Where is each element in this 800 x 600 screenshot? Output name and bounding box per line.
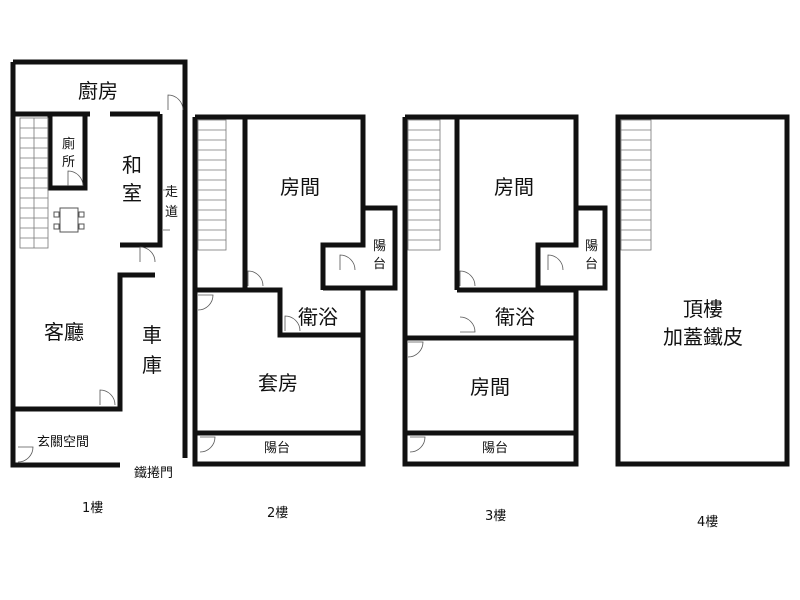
floor-2-label: 2樓 [267,506,288,521]
floor3-small-balcony-label-2: 台 [585,257,598,272]
floor2-room-label: 房間 [280,175,320,199]
kitchen-label: 廚房 [78,79,118,103]
garage-label-2: 庫 [142,353,162,377]
floor3-small-balcony-label-1: 陽 [585,239,598,254]
dining-table-icon [53,207,85,233]
floor3-room-bottom-label: 房間 [470,375,510,399]
entrance-label: 玄關空間 [37,435,89,450]
corridor-label-2: 道 [165,205,178,220]
japanese-room-label-2: 室 [122,181,142,205]
japanese-room-label-1: 和 [122,153,142,177]
floor-3-label: 3樓 [485,509,506,524]
floor2-small-balcony-label-1: 陽 [373,239,386,254]
floor2-suite-label: 套房 [258,371,298,395]
iron-roof-label: 加蓋鐵皮 [663,325,743,349]
living-room-label: 客廳 [44,320,84,344]
floor3-balcony-label: 陽台 [482,441,508,456]
stairs-floor-2 [197,119,227,251]
floor-4-label: 4樓 [697,515,718,530]
rolling-door-label: 鐵捲門 [134,465,173,481]
corridor-label-1: 走 [165,185,178,200]
stairs-floor-3 [407,119,441,251]
floor-4-plan: 頂樓 加蓋鐵皮 4樓 [615,114,790,530]
garage-label-1: 車 [142,323,162,347]
floor3-bathroom-label: 衛浴 [495,305,535,329]
floor-1-label: 1樓 [82,501,103,516]
floor2-bathroom-label: 衛浴 [298,305,338,329]
floor-3-plan: 房間 陽 台 衛浴 房間 陽台 3樓 [402,114,608,524]
door-swings-floor-3 [407,254,564,453]
door-swings-floor-2 [197,254,356,453]
floor2-balcony-label: 陽台 [264,441,290,456]
rooftop-label: 頂樓 [683,297,723,321]
floor3-room-top-label: 房間 [494,175,534,199]
floor-1-plan: 廚房 廁 所 和 室 走 道 客廳 車 庫 玄關空間 鐵捲門 1樓 [10,59,188,516]
floor2-small-balcony-label-2: 台 [373,257,386,272]
stairs-floor-1 [19,117,49,249]
floor-2-plan: 房間 陽 台 衛浴 套房 陽台 2樓 [192,114,398,521]
stairs-floor-4 [620,119,652,251]
toilet-label-2: 所 [62,155,75,170]
door-swings-floor-1 [17,94,184,463]
toilet-label-1: 廁 [62,136,75,152]
